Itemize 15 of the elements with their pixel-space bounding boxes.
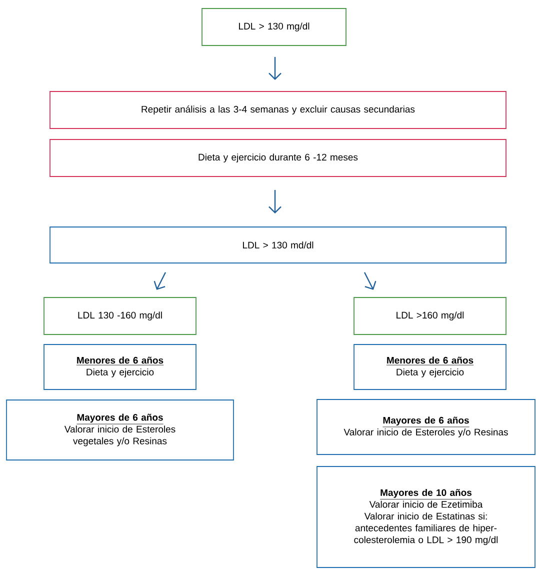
recommendation-box: Menores de 6 años Dieta y ejercicio: [44, 344, 196, 390]
arrow: [364, 272, 376, 290]
decision-box: Repetir análisis a las 3-4 semanas y excluir causas secundarias: [50, 91, 506, 129]
recommendation-box: Mayores de 10 años Valorar inicio de Ezetimiba Valorar inicio de Estatinas si: antecedentes familiares de hiper-colesterolemia o LDL > 190 mg/dl: [316, 466, 536, 568]
arrow: [268, 56, 282, 80]
recommendation-box: Mayores de 6 años Valorar inicio de Esteroles y/o Resinas: [316, 399, 536, 455]
decision-box: LDL >160 mg/dl: [354, 297, 506, 335]
decision-box: LDL 130 -160 mg/dl: [44, 297, 196, 335]
recommendation-box: Mayores de 6 años Valorar inicio de Esteroles vegetales y/o Resinas: [6, 400, 234, 460]
decision-box: LDL > 130 mg/dl: [202, 8, 346, 46]
arrow: [268, 190, 282, 214]
decision-box: Dieta y ejercicio durante 6 -12 meses: [50, 139, 506, 177]
arrow: [154, 272, 166, 290]
recommendation-box: Menores de 6 años Dieta y ejercicio: [354, 344, 506, 390]
decision-box: LDL > 130 md/dl: [50, 226, 506, 264]
